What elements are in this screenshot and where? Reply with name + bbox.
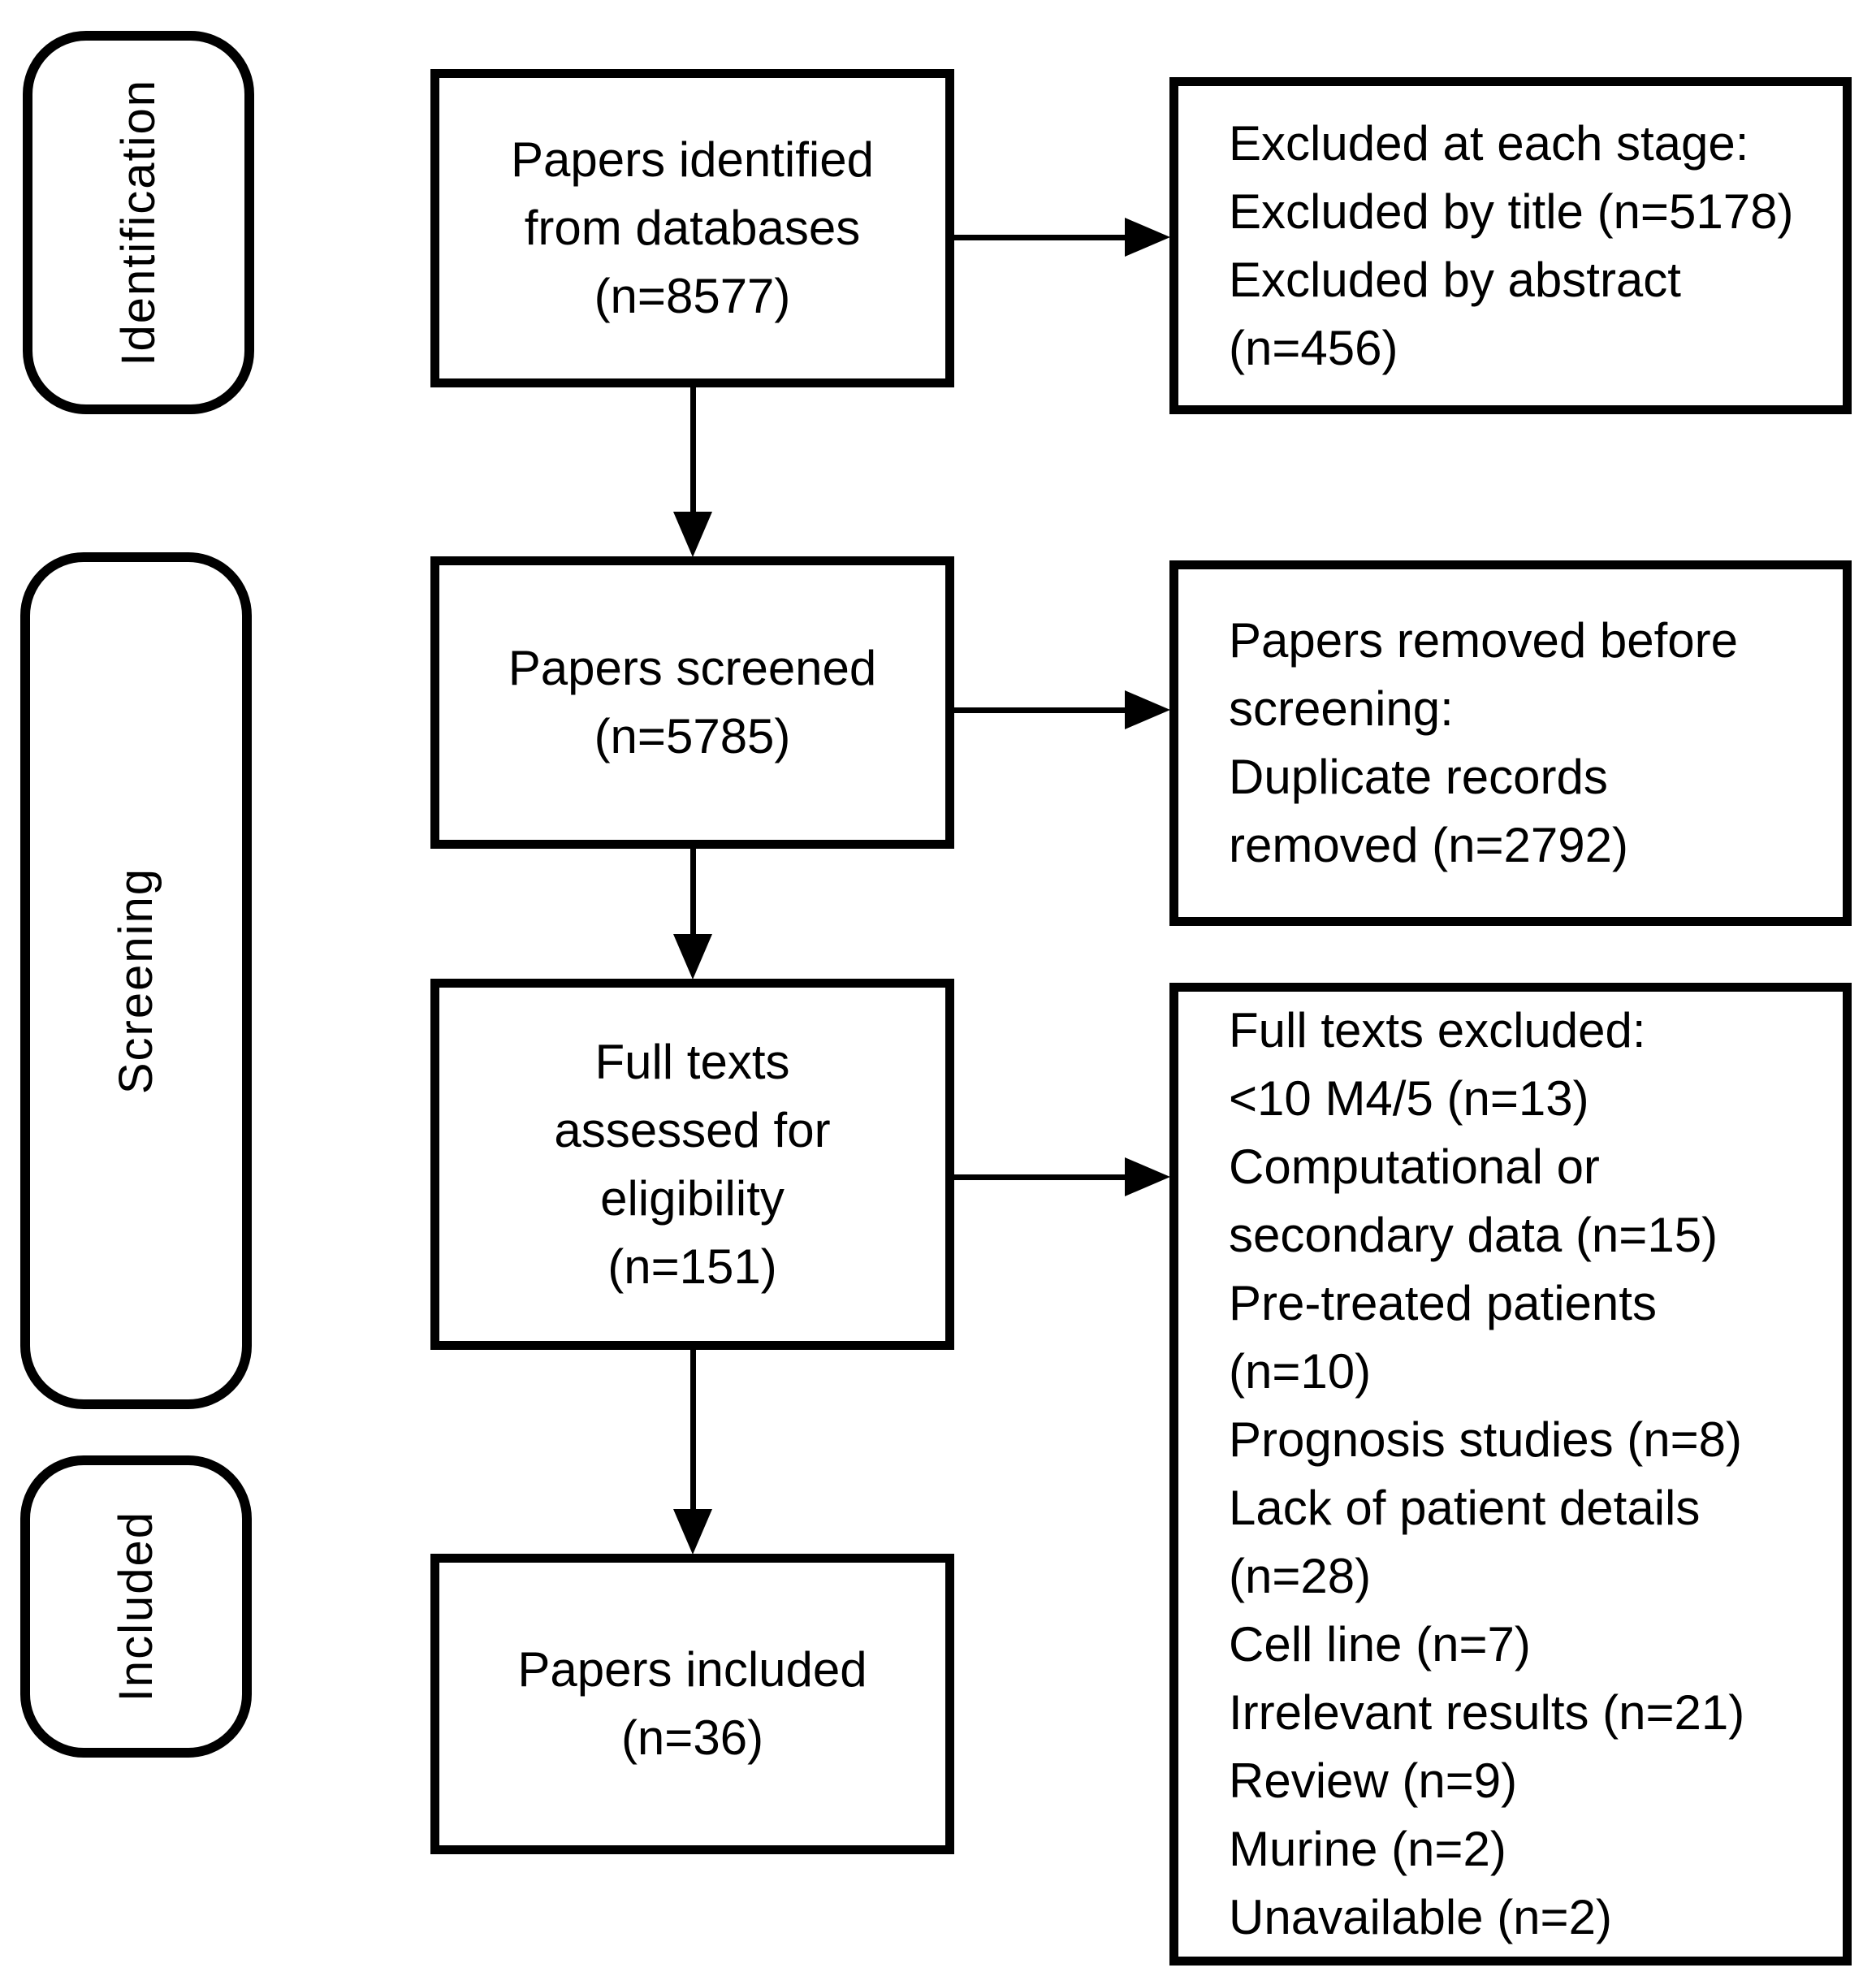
side-box-full-texts-excluded: Full texts excluded: <10 M4/5 (n=13) Com… <box>1169 983 1852 1966</box>
stage-label-included: Included <box>20 1455 252 1758</box>
arrow-identified-to-screened-line <box>690 387 696 513</box>
flow-box-full-texts-assessed-text: Full texts assessed for eligibility (n=1… <box>554 1034 831 1294</box>
flow-box-papers-identified-text: Papers identified from databases (n=8577… <box>511 132 874 323</box>
stage-label-included-text: Included <box>110 1511 162 1702</box>
arrowhead-right-icon <box>1125 1157 1170 1196</box>
arrow-screened-to-fulltext-line <box>690 849 696 936</box>
stage-label-identification-text: Identification <box>112 79 165 366</box>
arrow-screened-to-removed-line <box>954 707 1129 713</box>
arrowhead-down-icon <box>673 512 712 557</box>
arrowhead-down-icon <box>673 1509 712 1555</box>
side-box-full-texts-excluded-text: Full texts excluded: <10 M4/5 (n=13) Com… <box>1229 1003 1745 1944</box>
arrow-fulltext-to-excluded-line <box>954 1174 1129 1180</box>
arrowhead-down-icon <box>673 934 712 980</box>
arrow-identified-to-excluded-line <box>954 235 1129 240</box>
flow-box-papers-identified: Papers identified from databases (n=8577… <box>430 69 954 387</box>
side-box-excluded-at-each-stage-text: Excluded at each stage: Excluded by titl… <box>1229 115 1794 375</box>
side-box-removed-before-screening: Papers removed before screening: Duplica… <box>1169 560 1852 926</box>
stage-label-identification: Identification <box>23 31 254 414</box>
side-box-excluded-at-each-stage: Excluded at each stage: Excluded by titl… <box>1169 77 1852 414</box>
arrowhead-right-icon <box>1125 218 1170 257</box>
stage-label-screening-text: Screening <box>110 867 162 1095</box>
stage-label-screening: Screening <box>20 552 252 1409</box>
flow-box-papers-included: Papers included (n=36) <box>430 1554 954 1854</box>
side-box-removed-before-screening-text: Papers removed before screening: Duplica… <box>1229 613 1739 872</box>
flow-box-papers-screened: Papers screened (n=5785) <box>430 556 954 849</box>
arrowhead-right-icon <box>1125 690 1170 729</box>
arrow-fulltext-to-included-line <box>690 1350 696 1519</box>
flow-box-papers-screened-text: Papers screened (n=5785) <box>508 641 877 763</box>
flow-box-papers-included-text: Papers included (n=36) <box>517 1642 867 1765</box>
flow-box-full-texts-assessed: Full texts assessed for eligibility (n=1… <box>430 979 954 1350</box>
